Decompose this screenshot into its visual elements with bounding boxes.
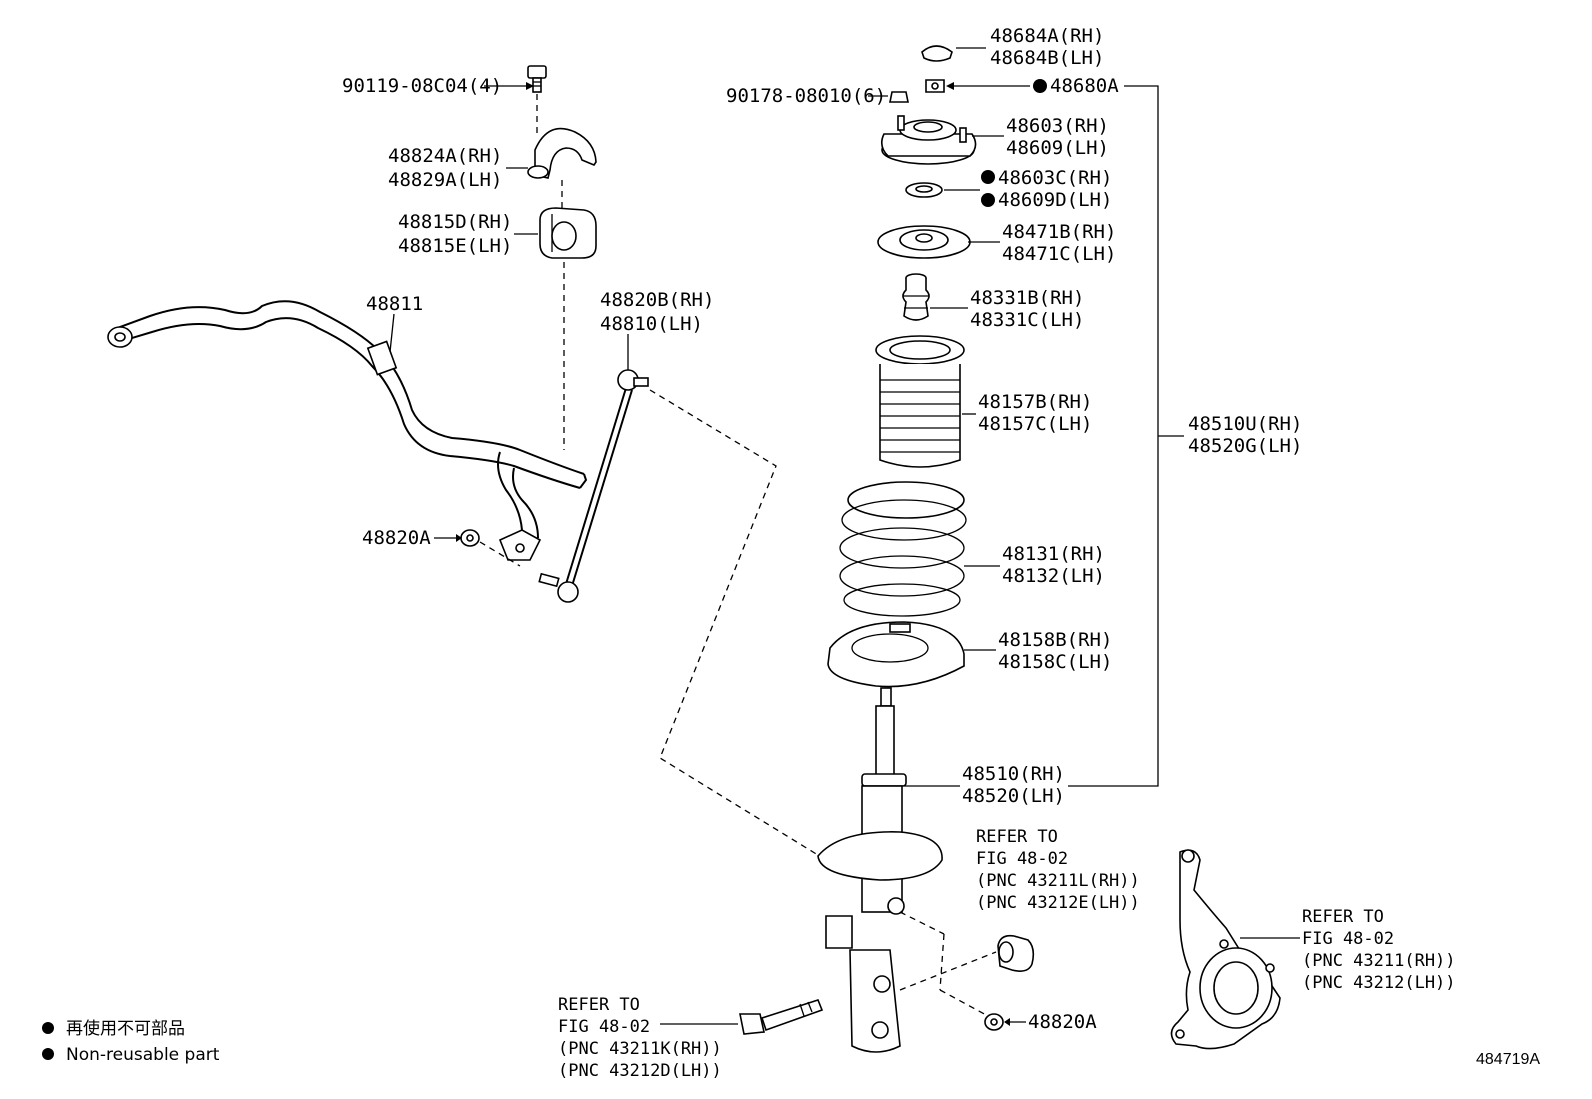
svg-text:FIG 48-02: FIG 48-02	[976, 849, 1068, 869]
label-bracket-lh: 48829A(LH)	[388, 169, 502, 191]
label-insulator-rh: 48158B(RH)	[998, 629, 1112, 651]
stabilizer-link	[538, 369, 649, 603]
label-bracket-rh: 48824A(RH)	[388, 145, 502, 167]
link-nut-right	[984, 1013, 1004, 1031]
strut-flange-bolt	[739, 999, 824, 1035]
legend: 再使用不可部品 Non-reusable part	[42, 1018, 220, 1065]
cam-bushing	[997, 934, 1035, 972]
label-insulator-lh: 48158C(LH)	[998, 651, 1112, 673]
strut-mount	[880, 115, 977, 165]
legend-text-en: Non-reusable part	[66, 1045, 220, 1065]
refer-note-cam: REFER TO FIG 48-02 (PNC 43211L(RH)) (PNC…	[976, 827, 1140, 913]
label-bushing-rh: 48815D(RH)	[398, 211, 512, 233]
refer-note-bolt: REFER TO FIG 48-02 (PNC 43211K(RH)) (PNC…	[558, 995, 722, 1081]
label-bumper-rh: 48331B(RH)	[970, 287, 1084, 309]
label-link-lh: 48810(LH)	[600, 313, 703, 335]
label-link-rh: 48820B(RH)	[600, 289, 714, 311]
strut-cap	[921, 45, 953, 62]
label-strut-nut: 48680A	[1050, 75, 1119, 97]
legend-bullet-en	[42, 1048, 54, 1060]
svg-text:REFER TO: REFER TO	[976, 827, 1058, 847]
dust-boot	[875, 335, 965, 468]
label-collar-rh: 48603C(RH)	[998, 167, 1112, 189]
upper-spring-seat	[877, 225, 971, 259]
label-absorber-lh: 48520(LH)	[962, 785, 1065, 807]
strut-collar	[905, 182, 943, 198]
strut-nut	[925, 79, 945, 93]
stabilizer-bracket	[527, 127, 597, 179]
label-boot-rh: 48157B(RH)	[978, 391, 1092, 413]
label-assy-rh: 48510U(RH)	[1188, 413, 1302, 435]
legend-text-ja: 再使用不可部品	[66, 1018, 185, 1039]
svg-text:(PNC 43211K(RH)): (PNC 43211K(RH))	[558, 1039, 722, 1059]
steering-knuckle	[1170, 849, 1281, 1050]
label-cap-lh: 48684B(LH)	[990, 47, 1104, 69]
svg-text:(PNC 43212D(LH)): (PNC 43212D(LH))	[558, 1061, 722, 1081]
coil-spring	[839, 481, 967, 617]
label-upper-seat-lh: 48471C(LH)	[1002, 243, 1116, 265]
non-reusable-marker-nut	[1033, 79, 1047, 93]
label-support-lh: 48609(LH)	[1006, 137, 1109, 159]
svg-text:FIG 48-02: FIG 48-02	[558, 1017, 650, 1037]
svg-text:(PNC 43212E(LH)): (PNC 43212E(LH))	[976, 893, 1140, 913]
legend-bullet-ja	[42, 1022, 54, 1034]
label-bolt-90119: 90119-08C04(4)	[342, 75, 502, 97]
refer-note-knuckle: REFER TO FIG 48-02 (PNC 43211(RH)) (PNC …	[1302, 907, 1456, 993]
label-absorber-rh: 48510(RH)	[962, 763, 1065, 785]
stabilizer-bushing	[539, 207, 597, 259]
svg-text:(PNC 43211L(RH)): (PNC 43211L(RH))	[976, 871, 1140, 891]
non-reusable-marker-collar-lh	[981, 193, 995, 207]
svg-text:(PNC 43212(LH)): (PNC 43212(LH))	[1302, 973, 1456, 993]
label-upper-seat-rh: 48471B(RH)	[1002, 221, 1116, 243]
label-link-nut-right: 48820A	[1028, 1011, 1097, 1033]
svg-text:(PNC 43211(RH)): (PNC 43211(RH))	[1302, 951, 1456, 971]
support-nut	[889, 91, 909, 103]
link-nut-left	[460, 529, 480, 547]
label-bushing-lh: 48815E(LH)	[398, 235, 512, 257]
label-link-nut-left: 48820A	[362, 527, 431, 549]
label-support-rh: 48603(RH)	[1006, 115, 1109, 137]
label-collar-lh: 48609D(LH)	[998, 189, 1112, 211]
lower-spring-insulator	[827, 621, 965, 688]
stabilizer-bracket-bolt	[527, 65, 547, 93]
bump-stopper	[902, 273, 930, 321]
label-spring-rh: 48131(RH)	[1002, 543, 1105, 565]
stabilizer-bar	[107, 300, 588, 561]
figure-id: 484719A	[1476, 1051, 1540, 1068]
label-boot-lh: 48157C(LH)	[978, 413, 1092, 435]
svg-text:REFER TO: REFER TO	[558, 995, 640, 1015]
svg-text:FIG 48-02: FIG 48-02	[1302, 929, 1394, 949]
label-assy-lh: 48520G(LH)	[1188, 435, 1302, 457]
shock-absorber	[817, 687, 943, 1053]
label-spring-lh: 48132(LH)	[1002, 565, 1105, 587]
label-nut-90178: 90178-08010(6)	[726, 85, 886, 107]
label-stabilizer-bar: 48811	[366, 293, 423, 315]
svg-text:REFER TO: REFER TO	[1302, 907, 1384, 927]
label-cap-rh: 48684A(RH)	[990, 25, 1104, 47]
non-reusable-marker-collar-rh	[981, 170, 995, 184]
label-bumper-lh: 48331C(LH)	[970, 309, 1084, 331]
